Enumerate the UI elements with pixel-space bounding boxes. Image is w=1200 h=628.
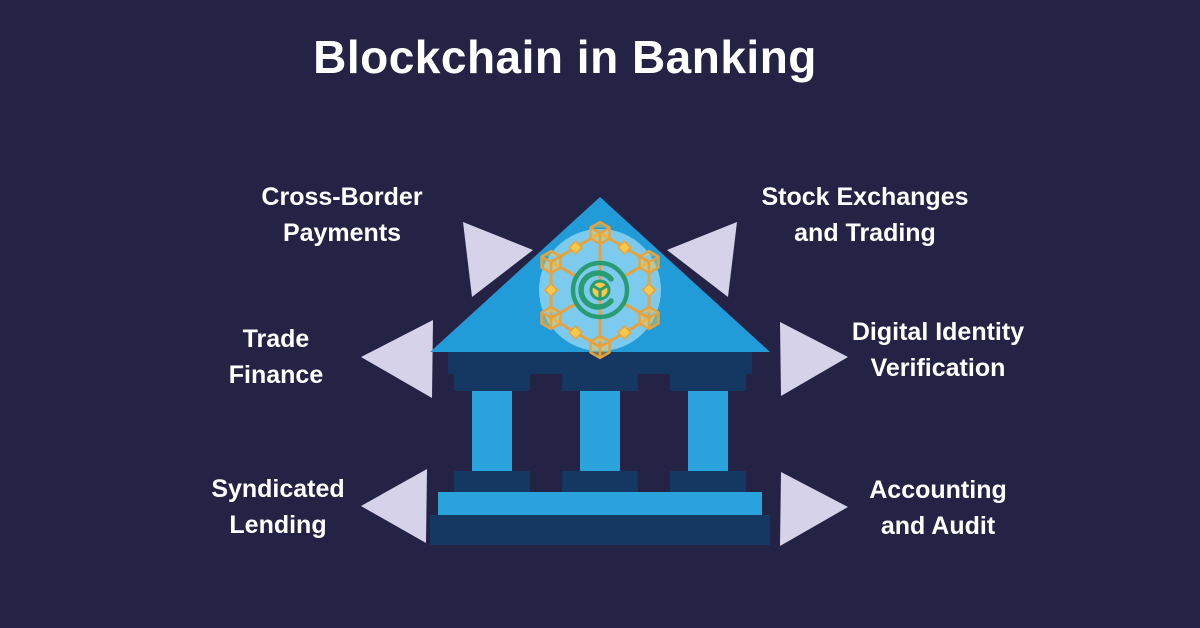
network-mid-nodes (543, 240, 657, 340)
label-accounting-and-audit: Accounting and Audit (788, 472, 1088, 544)
coin-wheel-spokes (591, 284, 609, 299)
arrow-top-left-icon (463, 222, 533, 297)
arrow-bottom-left-icon (361, 469, 427, 543)
column-shaft (472, 391, 512, 471)
label-line: Accounting (869, 476, 1007, 504)
label-line: and Trading (794, 219, 936, 247)
label-line: Stock Exchanges (761, 183, 969, 211)
label-line: Verification (870, 354, 1006, 382)
page-title: Blockchain in Banking (313, 31, 817, 83)
label-line: Lending (229, 511, 327, 539)
label-line: and Audit (880, 512, 996, 540)
bank-entablature (448, 352, 752, 374)
column-capital (454, 374, 530, 391)
arrow-middle-left-icon (361, 320, 433, 398)
label-line: Digital Identity (851, 318, 1025, 346)
arrow-bottom-right-icon (780, 472, 848, 546)
label-line: Finance (228, 361, 324, 389)
label-trade-finance: Trade Finance (186, 321, 366, 393)
arrow-top-right-icon (667, 222, 737, 297)
label-line: Payments (282, 219, 402, 247)
label-syndicated-lending: Syndicated Lending (168, 471, 388, 543)
label-stock-exchanges-and-trading: Stock Exchanges and Trading (715, 179, 1015, 251)
column-capital (562, 374, 638, 391)
bank-step-lower (430, 515, 770, 545)
label-line: Cross-Border (261, 183, 423, 211)
blockchain-icon (539, 220, 661, 360)
arrow-middle-right-icon (780, 322, 848, 396)
column-base (562, 471, 638, 492)
column-base (454, 471, 530, 492)
label-line: Trade (242, 325, 310, 353)
column-capital (670, 374, 746, 391)
column-base (670, 471, 746, 492)
bank-building-icon (430, 197, 770, 545)
label-cross-border-payments: Cross-Border Payments (212, 179, 472, 251)
column-shaft (688, 391, 728, 471)
label-digital-identity-verification: Digital Identity Verification (788, 314, 1088, 386)
bank-step-upper (438, 492, 762, 515)
column-shaft (580, 391, 620, 471)
label-line: Syndicated (211, 475, 345, 503)
arrows (361, 222, 848, 546)
coin-icon (570, 260, 630, 320)
